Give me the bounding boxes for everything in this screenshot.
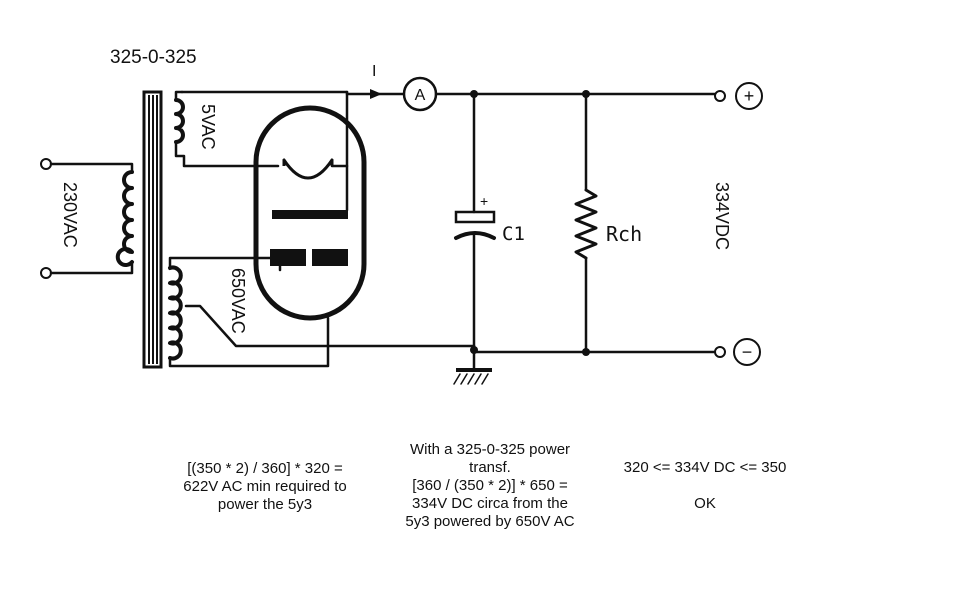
output-terminal-positive: + bbox=[714, 82, 763, 110]
svg-text:+: + bbox=[744, 86, 755, 106]
output-terminal-negative: − bbox=[714, 338, 761, 366]
note-ok: OK bbox=[694, 495, 716, 512]
note-calculated-voltage: With a 325-0-325 power transf. [360 / (3… bbox=[382, 441, 598, 531]
filament-winding bbox=[174, 90, 349, 168]
filament-voltage-label: 5VAC bbox=[198, 104, 218, 150]
note-left-line-1: [(350 * 2) / 360] * 320 = bbox=[187, 460, 343, 477]
primary-voltage-label: 230VAC bbox=[60, 182, 80, 248]
svg-text:+: + bbox=[480, 193, 488, 209]
transformer-core bbox=[142, 90, 163, 369]
ammeter-symbol: A bbox=[402, 76, 438, 112]
primary-winding bbox=[115, 170, 134, 267]
note-middle-line-3: [360 / (350 * 2)] * 650 = bbox=[412, 477, 568, 494]
secondary-voltage-label: 650VAC bbox=[228, 268, 248, 334]
capacitor-label: C1 bbox=[502, 223, 525, 245]
note-middle-line-1: With a 325-0-325 power bbox=[409, 441, 571, 458]
note-range: 320 <= 334V DC <= 350 bbox=[623, 459, 787, 476]
capacitor-c1: + bbox=[454, 92, 496, 348]
load-label: Rch bbox=[606, 222, 642, 246]
load-resistor bbox=[574, 92, 598, 354]
svg-text:A: A bbox=[415, 87, 426, 104]
ground-symbol bbox=[453, 350, 492, 385]
transformer-rating-label: 325-0-325 bbox=[110, 47, 197, 68]
negative-rail bbox=[472, 344, 718, 354]
secondary-winding bbox=[168, 256, 476, 368]
primary-input-terminals bbox=[40, 158, 134, 279]
note-middle-line-4: 334V DC circa from the bbox=[412, 495, 568, 512]
svg-text:−: − bbox=[742, 342, 753, 362]
output-voltage-label: 334VDC bbox=[712, 182, 732, 250]
note-verdict: 320 <= 334V DC <= 350 OK bbox=[600, 459, 810, 513]
rectifier-tube bbox=[253, 90, 367, 321]
note-middle-line-5: 5y3 powered by 650V AC bbox=[405, 513, 575, 530]
note-middle-line-2: transf. bbox=[469, 459, 511, 476]
note-left-line-3: power the 5y3 bbox=[217, 496, 313, 513]
note-left-line-2: 622V AC min required to bbox=[183, 478, 347, 495]
note-required-voltage: [(350 * 2) / 360] * 320 = 622V AC min re… bbox=[150, 460, 380, 514]
svg-text:I: I bbox=[372, 63, 376, 80]
